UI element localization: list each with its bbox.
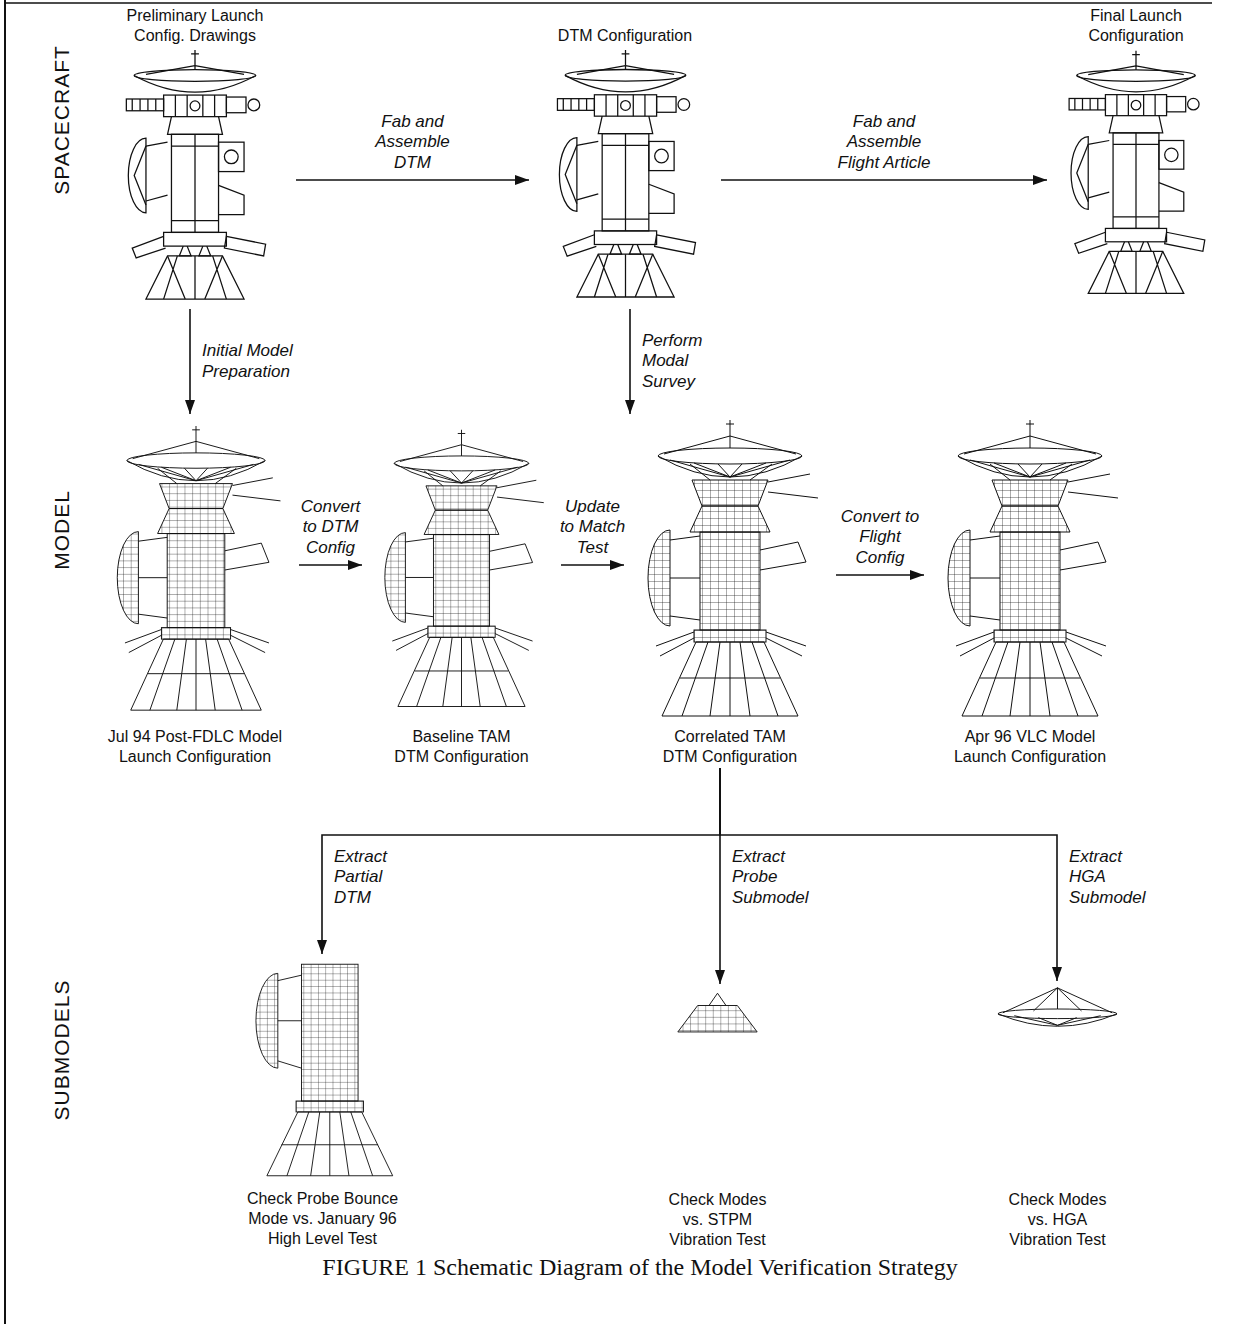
caption-area: DTM Configuration <box>530 4 720 46</box>
probe-model-drawing <box>678 993 757 1032</box>
fem-model-drawing <box>648 420 818 716</box>
spacecraft-drawing <box>1069 51 1205 294</box>
drawing-area <box>995 982 1120 1190</box>
illustration-node: Check Modes vs. HGA Vibration Test <box>995 982 1120 1250</box>
caption-area: Preliminary Launch Config. Drawings <box>95 4 295 46</box>
illustration-node: Preliminary Launch Config. Drawings <box>95 4 295 308</box>
flow-arrow <box>561 564 624 566</box>
drawing-area <box>925 415 1135 727</box>
arrow-label: Extract Partial DTM <box>334 847 420 908</box>
caption-area: Check Modes vs. HGA Vibration Test <box>995 1190 1120 1250</box>
row-label: SPACECRAFT <box>50 45 74 195</box>
caption-area: Jul 94 Post-FDLC Model Launch Configurat… <box>92 727 298 767</box>
drawing-area <box>95 46 295 308</box>
arrow-label: Extract HGA Submodel <box>1069 847 1159 908</box>
arrow-label: Convert to Flight Config <box>840 507 920 568</box>
row-label: MODEL <box>50 490 74 570</box>
row-label: SUBMODELS <box>50 980 74 1121</box>
drawing-area <box>92 415 298 727</box>
caption-area: Baseline TAM DTM Configuration <box>363 727 560 767</box>
caption-text: Jul 94 Post-FDLC Model Launch Configurat… <box>92 727 298 767</box>
arrow-label: Fab and Assemble Flight Article <box>828 112 940 173</box>
arrow-label: Update to Match Test <box>557 497 629 558</box>
caption-text: Check Probe Bounce Mode vs. January 96 H… <box>235 1189 410 1249</box>
flow-arrow <box>299 564 362 566</box>
caption-area: Check Modes vs. STPM Vibration Test <box>655 1190 780 1250</box>
figure-caption: FIGURE 1 Schematic Diagram of the Model … <box>322 1254 957 1281</box>
caption-text: Check Modes vs. STPM Vibration Test <box>655 1190 780 1250</box>
illustration-node: Check Probe Bounce Mode vs. January 96 H… <box>235 955 410 1249</box>
illustration-node: Apr 96 VLC Model Launch Configuration <box>925 415 1135 767</box>
partial-model-drawing <box>256 964 393 1176</box>
caption-text: Baseline TAM DTM Configuration <box>389 727 534 767</box>
fem-model-drawing <box>385 430 544 707</box>
drawing-area <box>625 415 835 727</box>
arrow-label: Perform Modal Survey <box>642 331 732 392</box>
fem-model-drawing <box>948 420 1118 716</box>
frame-line <box>5 2 1212 4</box>
arrow-label: Initial Model Preparation <box>202 341 298 382</box>
illustration-node: Jul 94 Post-FDLC Model Launch Configurat… <box>92 415 298 767</box>
caption-text: Final Launch Configuration <box>1048 6 1224 46</box>
drawing-area <box>363 415 560 727</box>
arrow-label: Fab and Assemble DTM <box>367 112 459 173</box>
spacecraft-drawing <box>557 50 695 297</box>
flow-arrow <box>629 309 631 414</box>
flow-arrow <box>322 768 720 954</box>
fem-model-drawing <box>117 426 280 710</box>
flow-arrow <box>836 574 924 576</box>
illustration-node: Baseline TAM DTM Configuration <box>363 415 560 767</box>
caption-area: Apr 96 VLC Model Launch Configuration <box>925 727 1135 767</box>
drawing-area <box>1048 46 1224 308</box>
flow-arrow <box>721 179 1047 181</box>
drawing-area <box>530 46 720 308</box>
arrow-label: Convert to DTM Config <box>297 497 365 558</box>
caption-text: Preliminary Launch Config. Drawings <box>95 6 295 46</box>
caption-area: Correlated TAM DTM Configuration <box>625 727 835 767</box>
illustration-node: Final Launch Configuration <box>1048 4 1224 308</box>
arrow-label: Extract Probe Submodel <box>732 847 820 908</box>
flow-arrow <box>189 309 191 414</box>
caption-area: Final Launch Configuration <box>1048 4 1224 46</box>
caption-text: Apr 96 VLC Model Launch Configuration <box>946 727 1114 767</box>
illustration-node: DTM Configuration <box>530 4 720 308</box>
caption-text: DTM Configuration <box>554 26 696 46</box>
drawing-area <box>655 985 780 1190</box>
caption-text: Correlated TAM DTM Configuration <box>656 727 804 767</box>
frame-line <box>4 0 6 1324</box>
flow-arrow <box>720 768 1057 981</box>
connector-group <box>190 180 1057 984</box>
spacecraft-drawing <box>126 50 265 299</box>
antenna-model-drawing <box>998 988 1117 1026</box>
caption-area: Check Probe Bounce Mode vs. January 96 H… <box>235 1189 410 1249</box>
illustration-node: Correlated TAM DTM Configuration <box>625 415 835 767</box>
drawing-area <box>235 955 410 1189</box>
flow-arrow <box>296 179 529 181</box>
illustration-node: Check Modes vs. STPM Vibration Test <box>655 985 780 1250</box>
caption-text: Check Modes vs. HGA Vibration Test <box>995 1190 1120 1250</box>
